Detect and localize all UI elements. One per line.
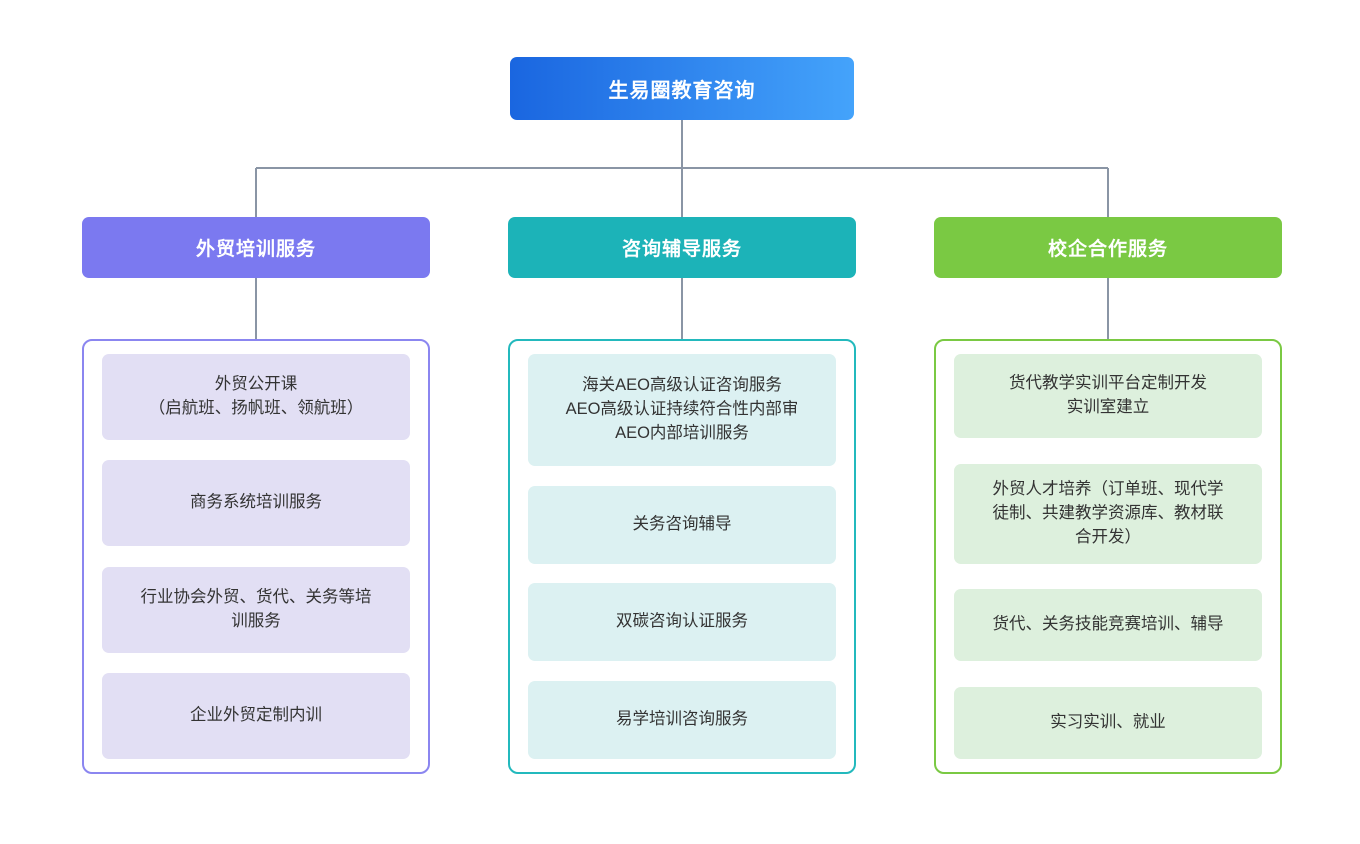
root-node-label: 生易圈教育咨询 [608,80,756,102]
category-header-xiaoqi-hezuo[interactable]: 校企合作服务 [934,217,1282,278]
service-item-text: 商务系统培训服务 [190,493,322,512]
service-item-text: 双碳咨询认证服务 [616,612,748,631]
service-item[interactable]: 外贸人才培养（订单班、现代学徒制、共建教学资源库、教材联合开发） [954,463,1262,564]
service-item[interactable]: 货代、关务技能竞赛培训、辅导 [954,589,1262,662]
service-item-text: 货代、关务技能竞赛培训、辅导 [992,615,1224,634]
service-item[interactable]: 实习实训、就业 [954,686,1262,759]
service-panel-waimao-peixun: 外贸公开课（启航班、扬帆班、领航班） 商务系统培训服务 行业协会外贸、货代、关务… [82,339,430,774]
category-header-label: 外贸培训服务 [195,239,316,260]
service-item[interactable]: 外贸公开课（启航班、扬帆班、领航班） [102,354,410,440]
service-item-text: 企业外贸定制内训 [190,706,322,725]
category-header-waimao-peixun[interactable]: 外贸培训服务 [82,217,430,278]
category-header-zixun-fudao[interactable]: 咨询辅导服务 [508,217,856,278]
service-item[interactable]: 易学培训咨询服务 [528,680,836,759]
service-item-text: 外贸人才培养（订单班、现代学徒制、共建教学资源库、教材联合开发） [992,479,1224,546]
service-item[interactable]: 关务咨询辅导 [528,485,836,564]
service-item[interactable]: 企业外贸定制内训 [102,672,410,759]
column-xiaoqi-hezuo: 校企合作服务 货代教学实训平台定制开发实训室建立 外贸人才培养（订单班、现代学徒… [934,0,1282,844]
service-item-text: 行业协会外贸、货代、关务等培训服务 [140,587,372,630]
service-item-text: 实习实训、就业 [1050,713,1166,731]
service-item[interactable]: 货代教学实训平台定制开发实训室建立 [954,354,1262,438]
category-header-label: 咨询辅导服务 [621,239,742,260]
service-item-text: 货代教学实训平台定制开发实训室建立 [1009,374,1207,416]
service-item[interactable]: 双碳咨询认证服务 [528,583,836,662]
column-waimao-peixun: 外贸培训服务 外贸公开课（启航班、扬帆班、领航班） 商务系统培训服务 行业协会外… [82,0,430,844]
service-item-text: 关务咨询辅导 [632,514,732,533]
service-item-text: 外贸公开课（启航班、扬帆班、领航班） [148,375,364,417]
service-panel-xiaoqi-hezuo: 货代教学实训平台定制开发实训室建立 外贸人才培养（订单班、现代学徒制、共建教学资… [934,339,1282,774]
service-item[interactable]: 行业协会外贸、货代、关务等培训服务 [102,566,410,653]
category-header-label: 校企合作服务 [1047,239,1168,260]
root-node[interactable]: 生易圈教育咨询 [510,57,854,120]
service-item[interactable]: 商务系统培训服务 [102,460,410,547]
service-item-text: 易学培训咨询服务 [616,710,748,728]
